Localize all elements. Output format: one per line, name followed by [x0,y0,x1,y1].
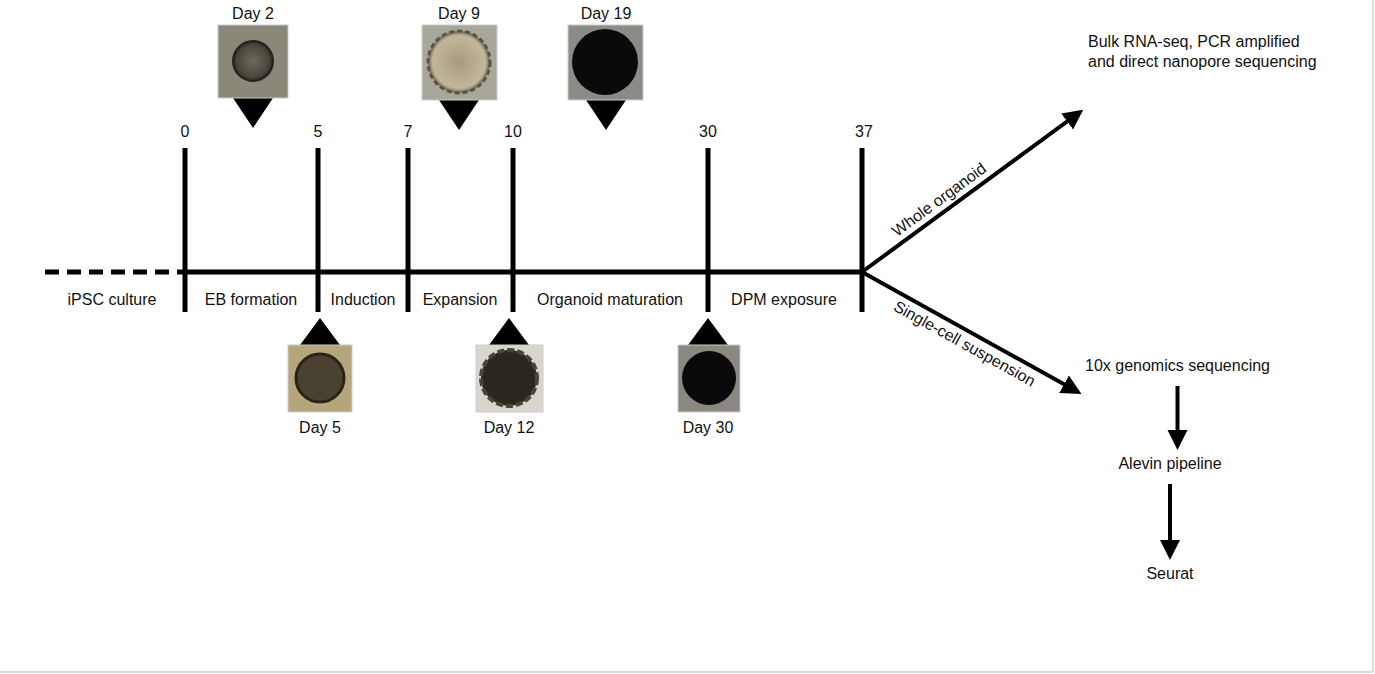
day-number: 5 [314,122,323,141]
flow-arrow [1176,386,1180,446]
phase-label: DPM exposure [731,290,837,309]
day-number: 30 [699,122,717,141]
day-number: 10 [504,122,522,141]
day-number: 0 [181,122,190,141]
step-text: Seurat [1144,562,1195,586]
step-label: Alevin pipeline [1118,454,1221,474]
day-label: Day 12 [484,418,535,437]
day-label: Day 2 [232,4,274,23]
day-label: Day 5 [299,418,341,437]
branch-label: Whole organoid [887,158,992,242]
day-label: Day 9 [438,4,480,23]
phase-label: EB formation [205,290,297,309]
day-label: Day 19 [581,4,632,23]
step-text: Alevin pipeline [1116,452,1223,476]
step-text: 10x genomics sequencing [1083,354,1272,378]
flow-arrow [1168,484,1172,556]
branch-label: Single-cell suspension [889,296,1041,392]
phase-label: Induction [331,290,396,309]
step-label: Bulk RNA-seq, PCR amplified and direct n… [1088,32,1328,72]
day-number: 37 [855,122,873,141]
step-text: Bulk RNA-seq, PCR amplified and direct n… [1086,30,1330,74]
step-label: 10x genomics sequencing [1085,356,1270,376]
phase-label: Expansion [423,290,498,309]
day-number: 7 [404,122,413,141]
step-label: Seurat [1146,564,1193,584]
phase-label: iPSC culture [68,290,157,309]
phase-label: Organoid maturation [537,290,683,309]
day-label: Day 30 [683,418,734,437]
